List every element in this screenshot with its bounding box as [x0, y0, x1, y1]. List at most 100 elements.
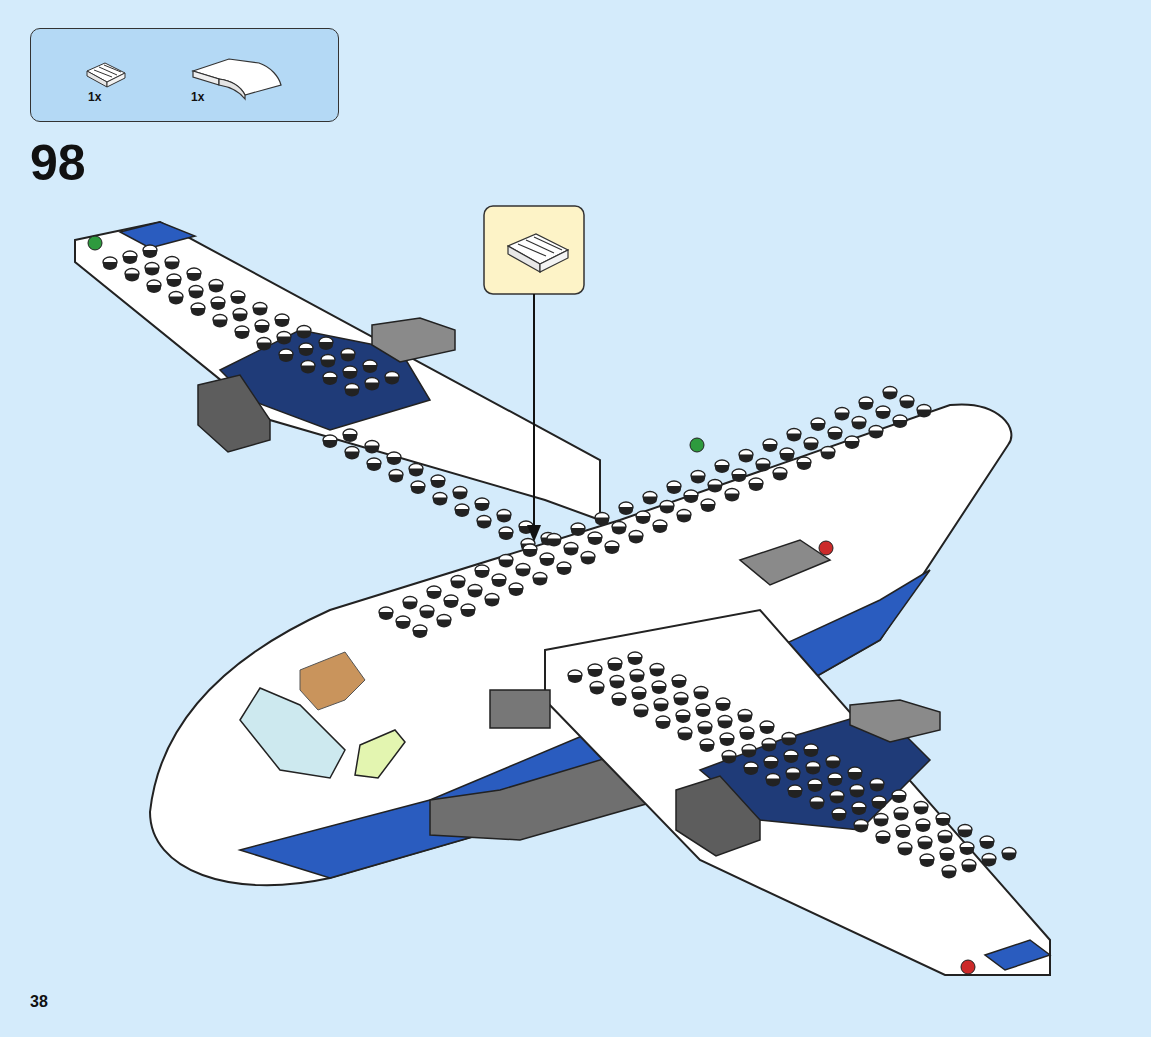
stud-side: [821, 452, 835, 460]
stud-side: [387, 457, 401, 465]
stud-side: [958, 830, 972, 838]
light: [690, 438, 704, 452]
stud-side: [409, 469, 423, 477]
stud-side: [547, 539, 561, 547]
stud-side: [942, 871, 956, 879]
stud-side: [720, 738, 734, 746]
stud-side: [739, 455, 753, 463]
stud-side: [804, 749, 818, 757]
stud-side: [811, 423, 825, 431]
stud-side: [762, 744, 776, 752]
stud-side: [319, 342, 333, 350]
stud-side: [914, 807, 928, 815]
stud-side: [738, 715, 752, 723]
stud-side: [209, 285, 223, 293]
stud-side: [145, 268, 159, 276]
stud-side: [299, 348, 313, 356]
stud-side: [475, 570, 489, 578]
stud-side: [725, 494, 739, 502]
stud-side: [893, 420, 907, 428]
stud-side: [367, 463, 381, 471]
stud-side: [940, 853, 954, 861]
stud-side: [700, 744, 714, 752]
quantity: 1x: [88, 90, 101, 104]
stud-side: [499, 560, 513, 568]
stud-side: [756, 464, 770, 472]
stud-side: [830, 796, 844, 804]
stud-side: [896, 830, 910, 838]
stud-side: [420, 611, 434, 619]
stud-side: [677, 515, 691, 523]
stud-side: [652, 686, 666, 694]
stud-side: [672, 680, 686, 688]
stud-side: [363, 365, 377, 373]
stud-side: [982, 859, 996, 867]
light: [961, 960, 975, 974]
stud-side: [917, 410, 931, 418]
stud-side: [564, 548, 578, 556]
stud-side: [492, 579, 506, 587]
stud-side: [165, 262, 179, 270]
stud-side: [629, 536, 643, 544]
stud-side: [608, 663, 622, 671]
stud-side: [187, 273, 201, 281]
stud-side: [715, 465, 729, 473]
stud-side: [869, 431, 883, 439]
stud-side: [533, 578, 547, 586]
stud-side: [980, 841, 994, 849]
stud-side: [413, 630, 427, 638]
stud-side: [786, 773, 800, 781]
stud-side: [123, 256, 137, 264]
stud-side: [828, 778, 842, 786]
stud-side: [850, 790, 864, 798]
stud-side: [696, 709, 710, 717]
stud-side: [918, 842, 932, 850]
stud-side: [588, 537, 602, 545]
stud-side: [595, 518, 609, 526]
stud-side: [279, 354, 293, 362]
grille-part: [508, 234, 568, 272]
stud-side: [678, 733, 692, 741]
stud-side: [806, 767, 820, 775]
stud-side: [485, 599, 499, 607]
stud-side: [167, 279, 181, 287]
stud-side: [650, 669, 664, 677]
stud-side: [852, 807, 866, 815]
stud-side: [323, 377, 337, 385]
stud-side: [257, 343, 271, 351]
stud-side: [848, 772, 862, 780]
page-number: 38: [30, 993, 48, 1011]
engine: [850, 700, 940, 742]
stud-side: [169, 297, 183, 305]
stud-side: [437, 620, 451, 628]
stud-side: [708, 485, 722, 493]
stud-side: [643, 497, 657, 505]
stud-side: [605, 546, 619, 554]
stud-side: [920, 859, 934, 867]
stud-side: [612, 698, 626, 706]
wing-tip: [120, 222, 195, 248]
stud-side: [701, 504, 715, 512]
stud-side: [619, 507, 633, 515]
stud-side: [962, 865, 976, 873]
studs: [103, 245, 1016, 879]
stud-side: [676, 715, 690, 723]
stud-side: [780, 453, 794, 461]
wing-tip: [985, 940, 1050, 970]
stud-side: [396, 621, 410, 629]
parts-box: 1x1x: [30, 28, 339, 122]
stud-side: [874, 819, 888, 827]
leader-arrow: [533, 294, 535, 528]
stud-side: [656, 721, 670, 729]
step-number: 98: [30, 136, 86, 191]
stud-side: [694, 692, 708, 700]
stud-side: [660, 506, 674, 514]
stud-side: [716, 703, 730, 711]
stud-side: [143, 250, 157, 258]
stud-side: [691, 476, 705, 484]
stud-side: [732, 474, 746, 482]
stud-side: [852, 422, 866, 430]
stud-side: [744, 767, 758, 775]
stud-side: [540, 558, 554, 566]
